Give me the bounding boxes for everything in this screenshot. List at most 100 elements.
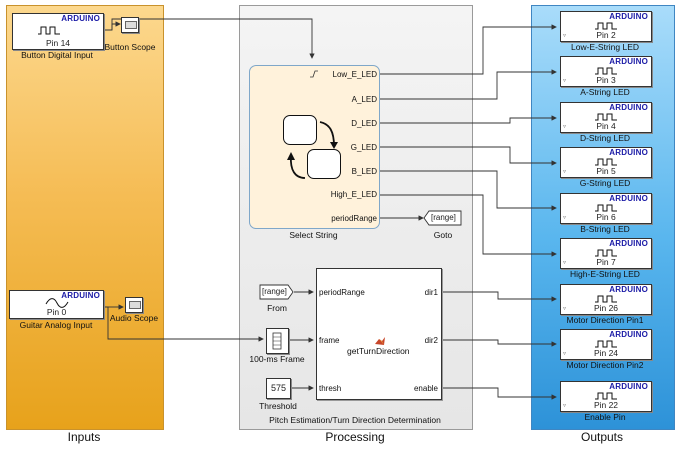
select-string-label: Select String	[289, 230, 338, 240]
transition-arrows-icon	[287, 121, 338, 179]
input-port-icon: ▿	[563, 403, 567, 409]
port-g-led: G_LED	[350, 143, 377, 152]
output-block-pin-26[interactable]: ARDUINO ▿ Pin 26	[560, 284, 652, 315]
output-block-pin-6[interactable]: ARDUINO▿Pin 6	[560, 193, 652, 224]
arduino-brand: ARDUINO	[61, 291, 100, 300]
output-label: D-String LED	[579, 133, 631, 143]
arduino-brand: ARDUINO	[609, 12, 648, 21]
digital-wave-icon	[595, 392, 617, 400]
arduino-brand: ARDUINO	[609, 285, 648, 294]
audio-scope-block[interactable]	[125, 297, 143, 313]
input-port-icon: ▿	[563, 306, 567, 312]
digital-wave-icon	[595, 340, 617, 348]
port-period-range: periodRange	[331, 214, 377, 223]
output-block-pin-3[interactable]: ARDUINO ▿ Pin 3	[560, 56, 652, 87]
frame-buffer-label: 100-ms Frame	[249, 354, 305, 364]
input-port-icon: ▿	[563, 351, 567, 357]
scope-screen-icon	[129, 301, 141, 309]
outputs-area-label: Outputs	[580, 430, 624, 444]
pin-label: Pin 7	[596, 257, 616, 267]
arduino-brand: ARDUINO	[609, 103, 648, 112]
inputs-area	[6, 5, 164, 430]
port-d-led: D_LED	[351, 119, 377, 128]
goto-label: Goto	[433, 230, 453, 240]
output-block-pin-4[interactable]: ARDUINO ▿ Pin 4	[560, 102, 652, 133]
digital-wave-icon	[595, 295, 617, 303]
pin-label: Pin 3	[596, 75, 616, 85]
arduino-brand: ARDUINO	[609, 239, 648, 248]
arduino-brand: ARDUINO	[609, 57, 648, 66]
arduino-brand: ARDUINO	[609, 148, 648, 157]
digital-wave-icon	[38, 26, 60, 35]
output-block-pin-7[interactable]: ARDUINO▿Pin 7	[560, 238, 652, 269]
port-frame-in: frame	[319, 336, 340, 345]
arduino-brand: ARDUINO	[61, 14, 100, 23]
pin-label: Pin 0	[46, 307, 67, 317]
port-high-e-led: High_E_LED	[330, 190, 377, 199]
guitar-analog-input-block[interactable]: ARDUINO Pin 0	[9, 290, 104, 319]
output-block-pin-24[interactable]: ARDUINO ▿ Pin 24	[560, 329, 652, 360]
button-digital-input-block[interactable]: ARDUINO Pin 14	[12, 13, 104, 50]
get-turn-direction-label: Pitch Estimation/Turn Direction Determin…	[269, 415, 441, 425]
digital-wave-icon	[595, 249, 617, 257]
pin-label: Pin 26	[593, 303, 619, 313]
from-label: From	[267, 303, 287, 313]
pin-label: Pin 24	[593, 348, 619, 358]
output-label: G-String LED	[579, 178, 631, 188]
state-b	[307, 149, 341, 179]
input-port-icon: ▿	[563, 124, 567, 130]
goto-block[interactable]	[423, 210, 463, 226]
digital-wave-icon	[595, 113, 617, 121]
arduino-brand: ARDUINO	[609, 382, 648, 391]
port-dir2-out: dir2	[424, 336, 438, 345]
output-label: Low-E-String LED	[570, 42, 640, 52]
port-enable-out: enable	[413, 384, 438, 393]
processing-area-label: Processing	[325, 430, 385, 444]
buffer-icon	[272, 332, 282, 350]
from-tag: [range]	[262, 287, 287, 296]
frame-buffer-block[interactable]	[266, 328, 289, 354]
from-block[interactable]	[259, 284, 295, 300]
pin-label: Pin 5	[596, 166, 616, 176]
digital-wave-icon	[595, 67, 617, 75]
pin-label: Pin 22	[593, 400, 619, 410]
audio-scope-label: Audio Scope	[109, 313, 159, 323]
arduino-brand: ARDUINO	[609, 194, 648, 203]
output-label: B-String LED	[580, 224, 630, 234]
output-block-pin-22[interactable]: ARDUINO ▿ Pin 22	[560, 381, 652, 412]
input-port-icon: ▿	[563, 78, 567, 84]
pin-label: Pin 14	[45, 38, 71, 48]
button-scope-label: Button Scope	[104, 42, 156, 52]
output-label: Motor Direction Pin1	[566, 315, 644, 325]
output-label: A-String LED	[580, 87, 630, 97]
port-dir1-out: dir1	[424, 288, 438, 297]
analog-wave-icon	[45, 298, 68, 308]
digital-wave-icon	[595, 158, 617, 166]
input-port-icon: ▿	[563, 169, 567, 175]
state-a	[283, 115, 317, 145]
pin-label: Pin 4	[596, 121, 616, 131]
function-name: getTurnDirection	[347, 346, 410, 356]
output-label: Motor Direction Pin2	[566, 360, 644, 370]
port-thresh-in: thresh	[319, 384, 342, 393]
goto-tag: [range]	[431, 213, 456, 222]
trigger-icon	[310, 70, 318, 78]
threshold-constant-block[interactable]: 575	[266, 378, 291, 399]
button-digital-input-label: Button Digital Input	[21, 50, 93, 60]
output-block-pin-2[interactable]: ARDUINO▿Pin 2	[560, 11, 652, 42]
guitar-analog-input-label: Guitar Analog Input	[19, 320, 93, 330]
scope-screen-icon	[125, 21, 137, 29]
output-label: Enable Pin	[584, 412, 626, 422]
get-turn-direction-block[interactable]: periodRange frame thresh dir1 dir2 enabl…	[316, 268, 442, 400]
port-a-led: A_LED	[351, 95, 377, 104]
pin-label: Pin 2	[596, 30, 616, 40]
output-block-pin-5[interactable]: ARDUINO ▿ Pin 5	[560, 147, 652, 178]
threshold-label: Threshold	[259, 401, 297, 411]
pin-label: Pin 6	[596, 212, 616, 222]
button-scope-block[interactable]	[121, 17, 139, 33]
arduino-brand: ARDUINO	[609, 330, 648, 339]
select-string-chart[interactable]: Low_E_LED A_LED D_LED G_LED B_LED High_E…	[249, 65, 380, 229]
matlab-logo-icon	[375, 337, 385, 345]
port-low-e-led: Low_E_LED	[332, 70, 377, 79]
